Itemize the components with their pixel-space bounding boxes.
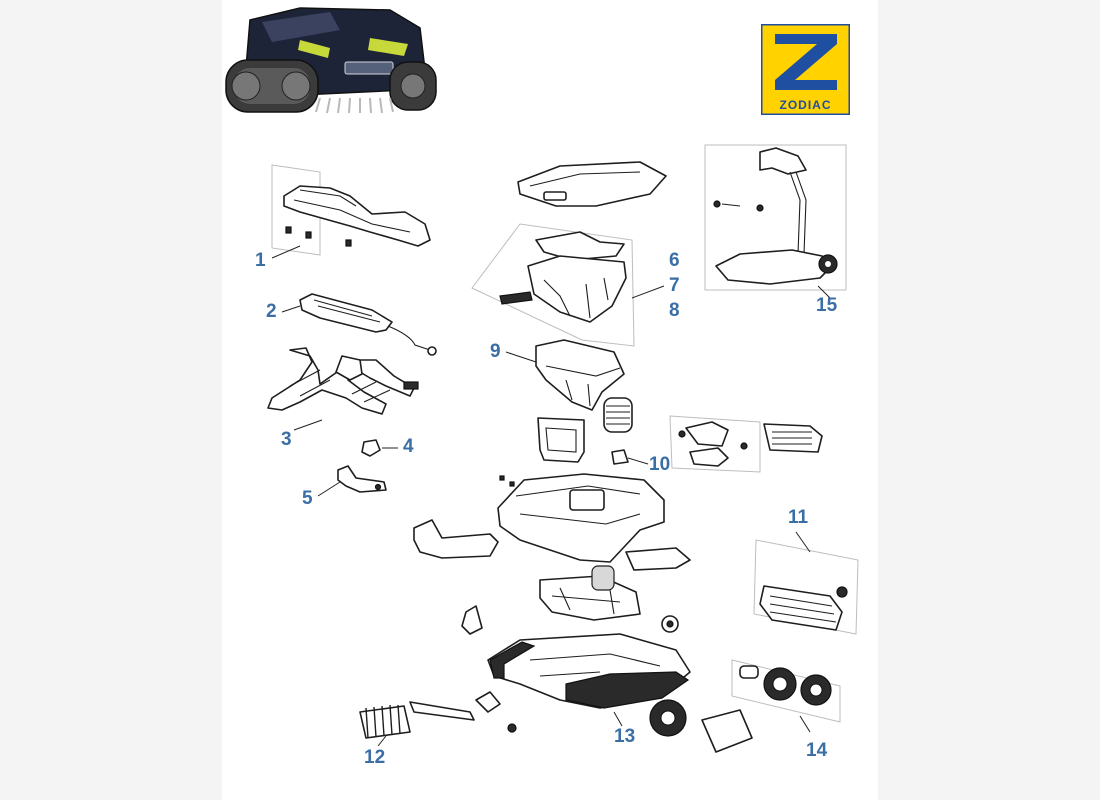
- callout-13: 13: [614, 726, 636, 747]
- part-4-clip: [361, 439, 398, 457]
- callout-7: 7: [669, 275, 680, 296]
- part-10-connector: [611, 449, 649, 465]
- callout-8: 8: [669, 300, 680, 321]
- part-2-control-board: [281, 293, 437, 356]
- callout-4: 4: [403, 436, 414, 457]
- callout-11: 11: [788, 507, 809, 528]
- pump-impeller: [603, 397, 633, 433]
- logo-wordmark: ZODIAC: [779, 98, 832, 112]
- part-3-side-frames: [267, 347, 419, 431]
- callout-3: 3: [281, 429, 292, 450]
- callout-15: 15: [816, 295, 838, 316]
- callout-12: 12: [364, 747, 386, 768]
- part-6-7-8-filter-basket: [471, 223, 665, 347]
- part-5-latch: [317, 465, 387, 497]
- callout-9: 9: [490, 341, 501, 362]
- callout-14: 14: [806, 740, 828, 761]
- callout-6: 6: [669, 250, 680, 271]
- top-cover: [517, 161, 667, 207]
- callout-1: 1: [255, 250, 266, 271]
- part-11-roller-unit: [753, 531, 859, 635]
- zodiac-logo-mark: [759, 22, 852, 117]
- zodiac-logo: ZODIAC: [759, 22, 852, 117]
- part-9-filter-canister: [505, 339, 625, 411]
- motor-bracket: [537, 417, 585, 463]
- side-flap-parts: [669, 415, 823, 473]
- callout-5: 5: [302, 488, 313, 509]
- part-14-wheels: [731, 659, 841, 733]
- callout-2: 2: [266, 301, 277, 322]
- part-12-brush: [359, 691, 517, 747]
- robot-cleaner-illustration: [225, 7, 437, 114]
- callout-10: 10: [649, 454, 671, 475]
- part-1-handle-assembly: [271, 164, 431, 259]
- part-13-track-chassis: [487, 633, 753, 753]
- main-body-housing: [413, 473, 691, 571]
- part-15-caddy-inset: [704, 144, 847, 299]
- motor-block: [461, 565, 679, 635]
